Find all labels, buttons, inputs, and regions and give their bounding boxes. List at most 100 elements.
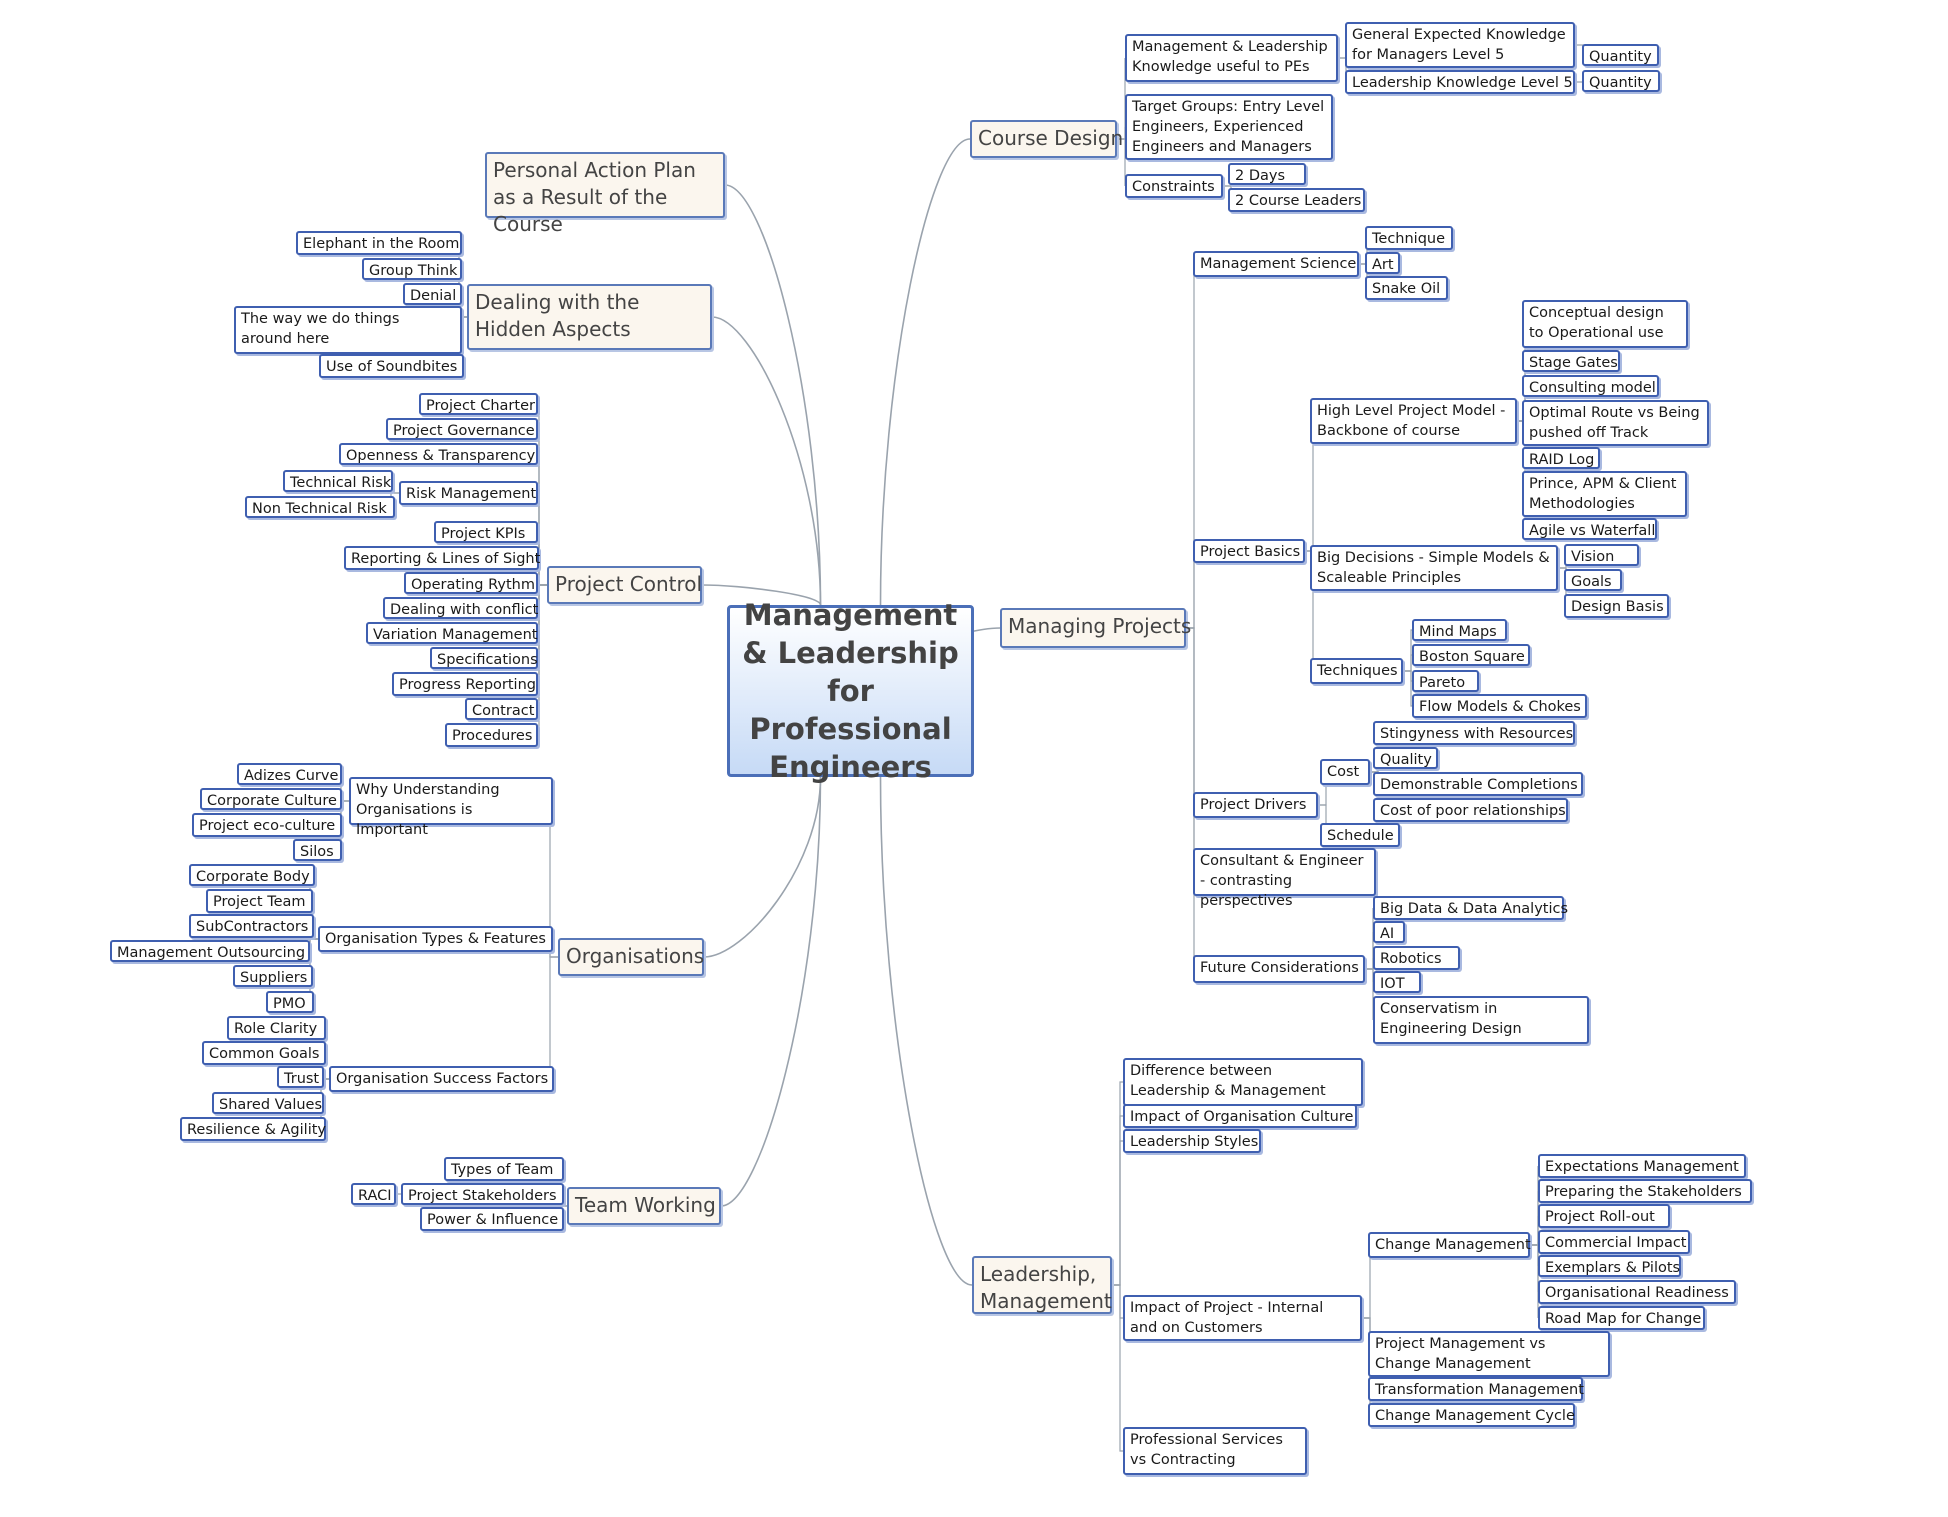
node-n-impact-proj[interactable]: Impact of Project - Internal and on Cust… (1123, 1295, 1362, 1341)
node-n-goals[interactable]: Goals (1564, 569, 1622, 591)
node-n-outsource[interactable]: Management Outsourcing (110, 940, 310, 962)
node-n-exemplars[interactable]: Exemplars & Pilots (1538, 1255, 1681, 1277)
node-n-commercial[interactable]: Commercial Impact (1538, 1230, 1690, 1254)
node-n-risk[interactable]: Risk Management (399, 481, 538, 505)
node-n-subcon[interactable]: SubContractors (189, 914, 314, 938)
node-n-course[interactable]: Course Design (970, 120, 1123, 158)
node-n-mlk[interactable]: Management & Leadership Knowledge useful… (1125, 34, 1338, 82)
node-n-roadmap[interactable]: Road Map for Change (1538, 1306, 1705, 1330)
node-n-cons-eng[interactable]: Consultant & Engineer - contrasting pers… (1193, 848, 1376, 909)
node-n-nontech[interactable]: Non Technical Risk (245, 496, 395, 518)
node-n-specs[interactable]: Specifications (430, 647, 538, 669)
node-n-wayweDo[interactable]: The way we do things around here (234, 306, 462, 354)
node-n-gov[interactable]: Project Governance (386, 418, 538, 440)
node-n-diff[interactable]: Difference between Leadership & Manageme… (1123, 1058, 1363, 1106)
node-n-poor[interactable]: Cost of poor relationships (1373, 798, 1568, 822)
node-n-sting[interactable]: Stingyness with Resources (1373, 721, 1575, 745)
node-n-quality[interactable]: Quality (1373, 747, 1438, 769)
node-n-mind[interactable]: Mind Maps (1412, 619, 1507, 641)
node-n-bigdec[interactable]: Big Decisions - Simple Models & Scaleabl… (1310, 545, 1558, 591)
node-n-prep[interactable]: Preparing the Stakeholders (1538, 1179, 1752, 1203)
node-n-2days[interactable]: 2 Days (1228, 163, 1306, 185)
node-n-stage[interactable]: Stage Gates (1522, 350, 1620, 372)
node-n-design[interactable]: Design Basis (1564, 594, 1669, 618)
node-n-basics[interactable]: Project Basics (1193, 539, 1305, 563)
node-n-orgs[interactable]: Organisations (558, 938, 704, 976)
node-n-hlpm[interactable]: High Level Project Model - Backbone of c… (1310, 398, 1517, 444)
node-n-corpcult[interactable]: Corporate Culture (200, 788, 342, 810)
node-n-pmvcm[interactable]: Project Management vs Change Management (1368, 1331, 1610, 1377)
node-n-contract[interactable]: Contract (465, 698, 538, 720)
node-n-corpbody[interactable]: Corporate Body (189, 864, 315, 886)
node-n-q1[interactable]: Quantity (1582, 44, 1659, 66)
node-n-denial[interactable]: Denial (403, 283, 462, 305)
node-n-raci[interactable]: RACI (351, 1183, 396, 1205)
node-n-role[interactable]: Role Clarity (227, 1016, 326, 1040)
node-n-common[interactable]: Common Goals (202, 1041, 326, 1065)
node-n-2leaders[interactable]: 2 Course Leaders (1228, 188, 1365, 212)
node-n-conserv[interactable]: Conservatism in Engineering Design (1373, 996, 1589, 1044)
node-n-vision[interactable]: Vision (1564, 544, 1639, 566)
node-n-projteam[interactable]: Project Team (206, 889, 313, 913)
node-n-adizes[interactable]: Adizes Curve (237, 763, 342, 785)
node-n-constraints[interactable]: Constraints (1125, 174, 1223, 198)
node-n-resil[interactable]: Resilience & Agility (180, 1117, 326, 1141)
node-n-cycle[interactable]: Change Management Cycle (1368, 1403, 1575, 1427)
node-n-managing[interactable]: Managing Projects (1000, 608, 1191, 648)
node-n-iot[interactable]: IOT (1373, 971, 1421, 993)
node-n-snake[interactable]: Snake Oil (1365, 276, 1448, 300)
node-n-rythm[interactable]: Operating Rythm (404, 572, 538, 594)
node-n-optimal[interactable]: Optimal Route vs Being pushed off Track (1522, 400, 1709, 446)
node-n-group[interactable]: Group Think (362, 258, 462, 280)
node-n-techniques[interactable]: Techniques (1310, 658, 1403, 684)
node-n-agile[interactable]: Agile vs Waterfall (1522, 518, 1657, 540)
node-n-types[interactable]: Organisation Types & Features (318, 926, 553, 952)
node-n-types-team[interactable]: Types of Team (444, 1157, 564, 1181)
node-n-stake[interactable]: Project Stakeholders (401, 1183, 564, 1205)
node-n-pareto[interactable]: Pareto (1412, 670, 1479, 692)
node-n-progress[interactable]: Progress Reporting (392, 672, 538, 696)
node-n-report[interactable]: Reporting & Lines of Sight (344, 546, 540, 570)
node-n-pmo[interactable]: PMO (266, 991, 314, 1013)
node-n-demo[interactable]: Demonstrable Completions (1373, 772, 1583, 796)
node-n-robotics[interactable]: Robotics (1373, 946, 1460, 970)
node-n-kpis[interactable]: Project KPIs (434, 521, 538, 543)
node-n-bigdata[interactable]: Big Data & Data Analytics (1373, 896, 1568, 920)
node-n-msci[interactable]: Management Science (1193, 251, 1359, 277)
node-n-cost[interactable]: Cost (1320, 759, 1370, 785)
node-n-rollout[interactable]: Project Roll-out (1538, 1204, 1670, 1228)
node-n-variation[interactable]: Variation Management (366, 622, 538, 644)
node-n-charter[interactable]: Project Charter (419, 393, 538, 415)
node-n-art[interactable]: Art (1365, 252, 1400, 274)
node-n-styles[interactable]: Leadership Styles (1123, 1129, 1261, 1153)
node-n-transform[interactable]: Transformation Management (1368, 1377, 1584, 1401)
node-n-readiness[interactable]: Organisational Readiness (1538, 1280, 1736, 1304)
node-n-drivers[interactable]: Project Drivers (1193, 792, 1318, 818)
node-root[interactable]: Management & Leadership for Professional… (727, 598, 974, 784)
node-n-elephant[interactable]: Elephant in the Room (296, 231, 462, 255)
node-n-shared[interactable]: Shared Values (212, 1092, 324, 1114)
node-n-flow[interactable]: Flow Models & Chokes (1412, 694, 1587, 718)
node-n-expect[interactable]: Expectations Management (1538, 1154, 1746, 1178)
node-n-conflict[interactable]: Dealing with conflict (383, 597, 538, 619)
node-n-prince[interactable]: Prince, APM & Client Methodologies (1522, 471, 1687, 517)
node-n-eco[interactable]: Project eco-culture (192, 813, 342, 837)
node-n-schedule[interactable]: Schedule (1320, 823, 1400, 847)
node-n-team[interactable]: Team Working (567, 1187, 721, 1225)
node-n-tech[interactable]: Technique (1365, 226, 1453, 250)
node-n-ai[interactable]: AI (1373, 921, 1405, 943)
node-n-target[interactable]: Target Groups: Entry Level Engineers, Ex… (1125, 94, 1333, 160)
node-n-why[interactable]: Why Understanding Organisations is Impor… (349, 777, 553, 838)
node-n-raid[interactable]: RAID Log (1522, 447, 1600, 469)
node-n-control[interactable]: Project Control (547, 566, 702, 604)
node-n-silos[interactable]: Silos (293, 839, 342, 861)
node-n-power[interactable]: Power & Influence (420, 1207, 564, 1231)
node-n-success[interactable]: Organisation Success Factors (329, 1066, 554, 1092)
node-n-concept[interactable]: Conceptual design to Operational use (1522, 300, 1688, 348)
node-n-consult[interactable]: Consulting model (1522, 375, 1659, 397)
node-n-gek[interactable]: General Expected Knowledge for Managers … (1345, 22, 1575, 68)
node-n-techrisk[interactable]: Technical Risk (283, 470, 393, 492)
node-n-impact-org[interactable]: Impact of Organisation Culture (1123, 1104, 1357, 1128)
node-n-hidden[interactable]: Dealing with the Hidden Aspects (467, 284, 712, 350)
node-n-profserv[interactable]: Professional Services vs Contracting (1123, 1427, 1307, 1475)
